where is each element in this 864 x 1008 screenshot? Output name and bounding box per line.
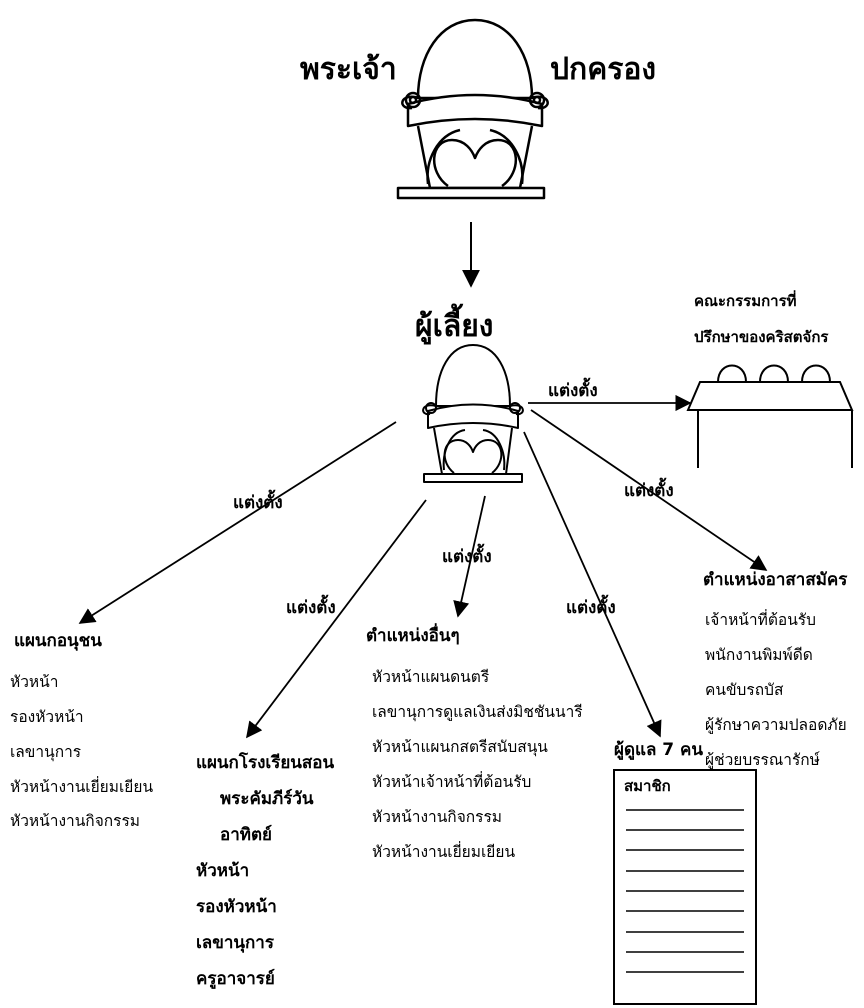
sunday-school-title-3: อาทิตย์ — [220, 825, 272, 845]
youth-item: หัวหน้า — [10, 673, 59, 691]
large-throne-icon — [396, 18, 549, 200]
youth-item: รองหัวหน้า — [10, 708, 84, 726]
council-title-line2: ปรึกษาของคริสตจักร — [694, 328, 829, 346]
arrow-to-youth — [78, 421, 397, 624]
rules-label: ปกครอง — [550, 52, 657, 87]
arrow-to-volunteer — [530, 409, 768, 571]
small-throne-icon — [422, 344, 524, 483]
other-item: หัวหน้างานเยี่ยมเยียน — [372, 843, 516, 861]
appoint-label-volunteer: แต่งตั้ง — [624, 481, 674, 501]
volunteer-item: เจ้าหน้าที่ต้อนรับ — [705, 611, 816, 629]
other-item: หัวหน้าแผนดนตรี — [372, 668, 490, 686]
sunday-school-item: หัวหน้า — [196, 861, 250, 881]
volunteer-title: ตำแหน่งอาสาสมัคร — [703, 570, 848, 590]
member-list-icon — [613, 769, 757, 1005]
other-title: ตำแหน่งอื่นๆ — [366, 626, 460, 646]
god-label: พระเจ้า — [300, 52, 397, 87]
sunday-school-item: เลขานุการ — [196, 933, 274, 953]
volunteer-item: คนขับรถบัส — [705, 681, 784, 699]
arrow-to-sunday-school — [246, 499, 427, 739]
appoint-label-sunday-school: แต่งตั้ง — [286, 598, 336, 618]
other-item: หัวหน้าเจ้าหน้าที่ต้อนรับ — [372, 773, 532, 791]
appoint-label-other: แต่งตั้ง — [442, 547, 492, 567]
youth-item: หัวหน้างานกิจกรรม — [10, 812, 141, 830]
council-title-line1: คณะกรรมการที่ — [694, 292, 797, 310]
appoint-label-council: แต่งตั้ง — [548, 381, 598, 401]
member-list-title: สมาชิก — [624, 777, 671, 795]
arrow-to-other — [453, 495, 486, 618]
other-item: เลขานุการดูแลเงินส่งมิชชันนารี — [372, 703, 583, 721]
sunday-school-item: รองหัวหน้า — [196, 897, 277, 917]
council-table-icon — [686, 364, 854, 468]
shepherd-title: ผู้เลี้ยง — [415, 309, 494, 344]
elders-title: ผู้ดูแล 7 คน — [614, 740, 704, 760]
youth-item: หัวหน้างานเยี่ยมเยียน — [10, 778, 154, 796]
sunday-school-item: ครูอาจารย์ — [196, 969, 275, 989]
sunday-school-title: แผนกโรงเรียนสอน — [196, 753, 335, 773]
volunteer-item: พนักงานพิมพ์ดีด — [705, 646, 813, 664]
arrow-to-elders — [523, 431, 662, 738]
volunteer-item: ผู้รักษาความปลอดภัย — [705, 716, 847, 734]
youth-item: เลขานุการ — [10, 743, 82, 761]
appoint-label-elders: แต่งตั้ง — [566, 598, 616, 618]
other-item: หัวหน้างานกิจกรรม — [372, 808, 503, 826]
other-item: หัวหน้าแผนกสตรีสนับสนุน — [372, 738, 548, 756]
youth-title: แผนกอนุชน — [14, 631, 102, 651]
volunteer-item: ผู้ช่วยบรรณารักษ์ — [705, 751, 820, 769]
appoint-label-youth: แต่งตั้ง — [233, 493, 283, 513]
sunday-school-title-2: พระคัมภีร์วัน — [220, 789, 314, 809]
